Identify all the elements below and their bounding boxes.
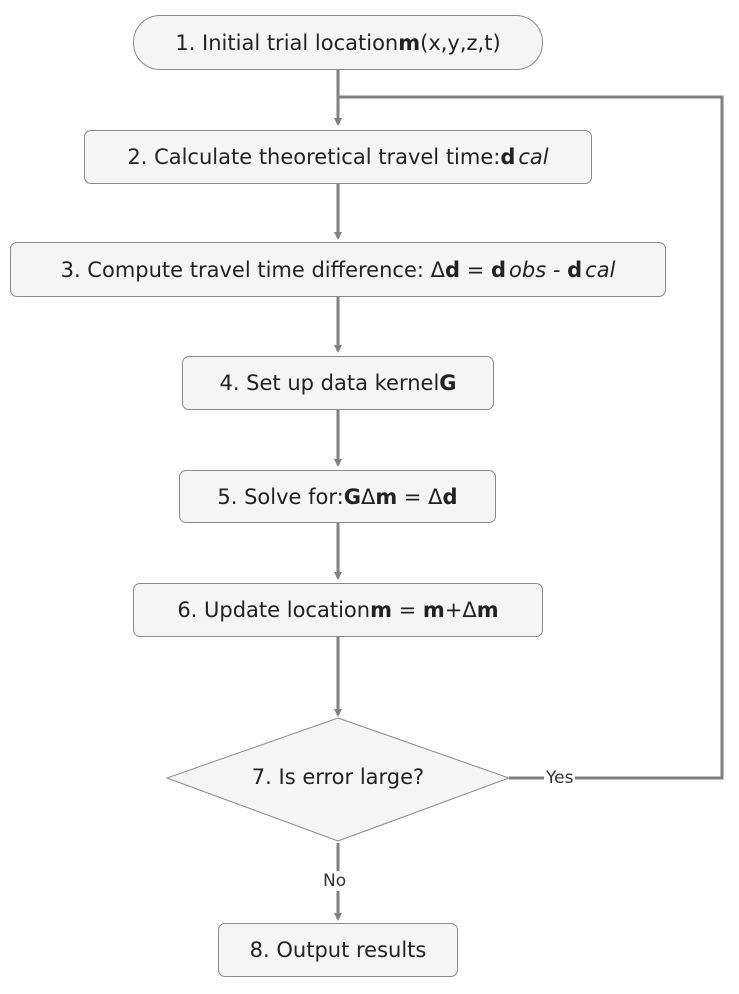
node-3-italic-obs: obs — [509, 257, 547, 282]
node-6-equals: = — [391, 598, 423, 622]
node-8-text: 8. Output results — [249, 938, 427, 962]
node-5-delta: Δ — [360, 484, 376, 509]
node-3-bold-d1: d — [445, 257, 461, 282]
node-5-bold-m: m — [375, 484, 398, 509]
node-6-bold-m1: m — [370, 598, 392, 622]
node-1-coords: (x,y,z,t) — [420, 30, 501, 55]
node-2-bold-d: d — [500, 145, 516, 169]
node-3-italic-cal: cal — [585, 257, 616, 282]
node-6-plus-delta: +Δ — [444, 598, 477, 622]
node-2-italic-cal: cal — [518, 145, 549, 169]
node-5-bold-d: d — [442, 484, 458, 509]
node-6-text: 6. Update location — [177, 598, 371, 622]
node-1-text: 1. Initial trial location — [175, 30, 399, 55]
node-data-kernel: 4. Set up data kernel G — [182, 356, 494, 410]
node-5-equals: = Δ — [397, 484, 443, 509]
node-5-text: 5. Solve for: — [217, 484, 344, 509]
node-3-text: 3. Compute travel time difference: Δ — [60, 257, 445, 282]
node-3-minus: - — [546, 257, 568, 282]
node-5-bold-g: G — [343, 484, 361, 509]
decision-label: 7. Is error large? — [251, 765, 425, 789]
node-4-bold-g: G — [439, 371, 457, 395]
node-4-text: 4. Set up data kernel — [219, 371, 440, 395]
node-initial-trial-location: 1. Initial trial location m(x,y,z,t) — [133, 15, 543, 70]
node-output-results: 8. Output results — [218, 923, 458, 977]
node-1-bold-m: m — [398, 30, 421, 55]
node-3-bold-d3: d — [567, 257, 583, 282]
decision-diamond — [165, 717, 511, 842]
edge-label-no: No — [321, 871, 349, 891]
node-2-text: 2. Calculate theoretical travel time: — [127, 145, 501, 169]
node-3-bold-d2: d — [491, 257, 507, 282]
node-6-bold-m2: m — [422, 598, 445, 622]
edge-7-loop-yes — [338, 95, 724, 780]
node-3-equals: = — [460, 257, 491, 282]
node-6-bold-m3: m — [476, 598, 499, 622]
edge-label-yes: Yes — [544, 768, 576, 788]
